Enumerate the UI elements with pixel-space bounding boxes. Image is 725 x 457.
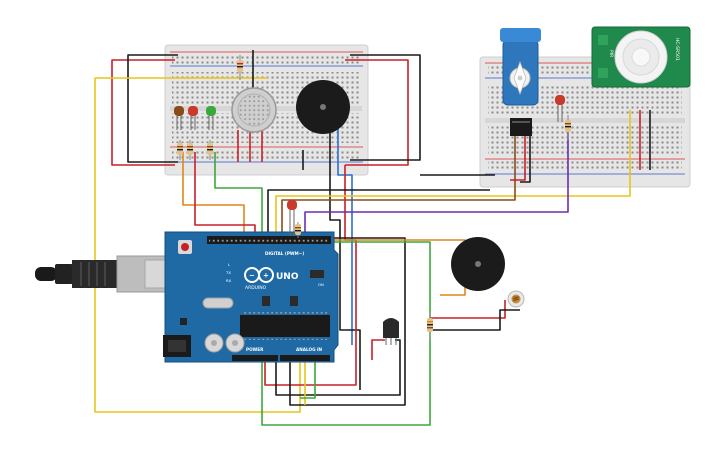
resistor-icon (295, 222, 301, 238)
resistor-icon (565, 115, 571, 140)
wire-red (430, 300, 506, 319)
power-label: POWER (246, 347, 264, 352)
resistor-icon (177, 140, 183, 160)
wire-black (275, 339, 401, 396)
wire-yellow (275, 110, 631, 238)
analog-label: ANALOG IN (296, 347, 323, 352)
arduino-uno-board: − + UNO ARDUINO DIGITAL (PWM~) POWER ANA… (35, 231, 339, 363)
led-icon (555, 95, 565, 122)
wire-black (329, 130, 361, 390)
uno-label: UNO (276, 272, 299, 282)
wire-green (300, 355, 316, 399)
svg-text:+: + (263, 272, 269, 280)
wire-black (520, 120, 531, 183)
wire-red (111, 59, 175, 166)
wire-black (350, 54, 421, 161)
resistor-icon (427, 312, 433, 340)
gas-sensor-icon (231, 87, 277, 133)
resistor-icon (207, 140, 213, 160)
on-label: ON (318, 282, 324, 287)
wire-orange (182, 152, 245, 238)
wire-brown (281, 120, 516, 238)
led-icon (188, 106, 198, 130)
infinity-logo-icon: − + (244, 267, 274, 283)
wire-orange (330, 239, 466, 296)
resistor-icon (237, 55, 243, 80)
led-icon (287, 200, 297, 236)
led-icon (206, 106, 216, 130)
wire-black (289, 237, 406, 406)
wire-green (261, 241, 431, 426)
wire-red (510, 120, 526, 181)
wire-black (127, 54, 178, 163)
photoresistor-icon (507, 290, 525, 308)
wire-black (430, 309, 520, 331)
arduino-label: ARDUINO (245, 285, 267, 291)
rx-label: RX (226, 278, 232, 283)
wire-red (345, 59, 409, 166)
l-label: L (228, 262, 231, 267)
wire-red (264, 165, 357, 386)
pir-label-right: HC-SR501 (674, 38, 680, 61)
wire-green (214, 152, 263, 238)
wires (94, 50, 651, 426)
usb-cable-icon (35, 255, 174, 293)
wire-red (371, 339, 385, 360)
svg-text:−: − (249, 272, 255, 280)
pir-sensor-icon: PIR HC-SR501 (591, 26, 691, 88)
buzzer-icon (296, 80, 350, 134)
transistor-icon (383, 318, 399, 345)
buzzer-icon (451, 237, 505, 291)
pir-label-left: PIR (608, 50, 614, 57)
resistor-icon (187, 140, 193, 160)
led-icon (174, 106, 184, 130)
digital-label: DIGITAL (PWM~) (265, 251, 304, 256)
servo-icon (500, 28, 541, 136)
wire-yellow (94, 77, 301, 413)
tx-label: TX (225, 270, 231, 275)
wire-black (267, 189, 490, 238)
wire-purple (304, 130, 569, 238)
